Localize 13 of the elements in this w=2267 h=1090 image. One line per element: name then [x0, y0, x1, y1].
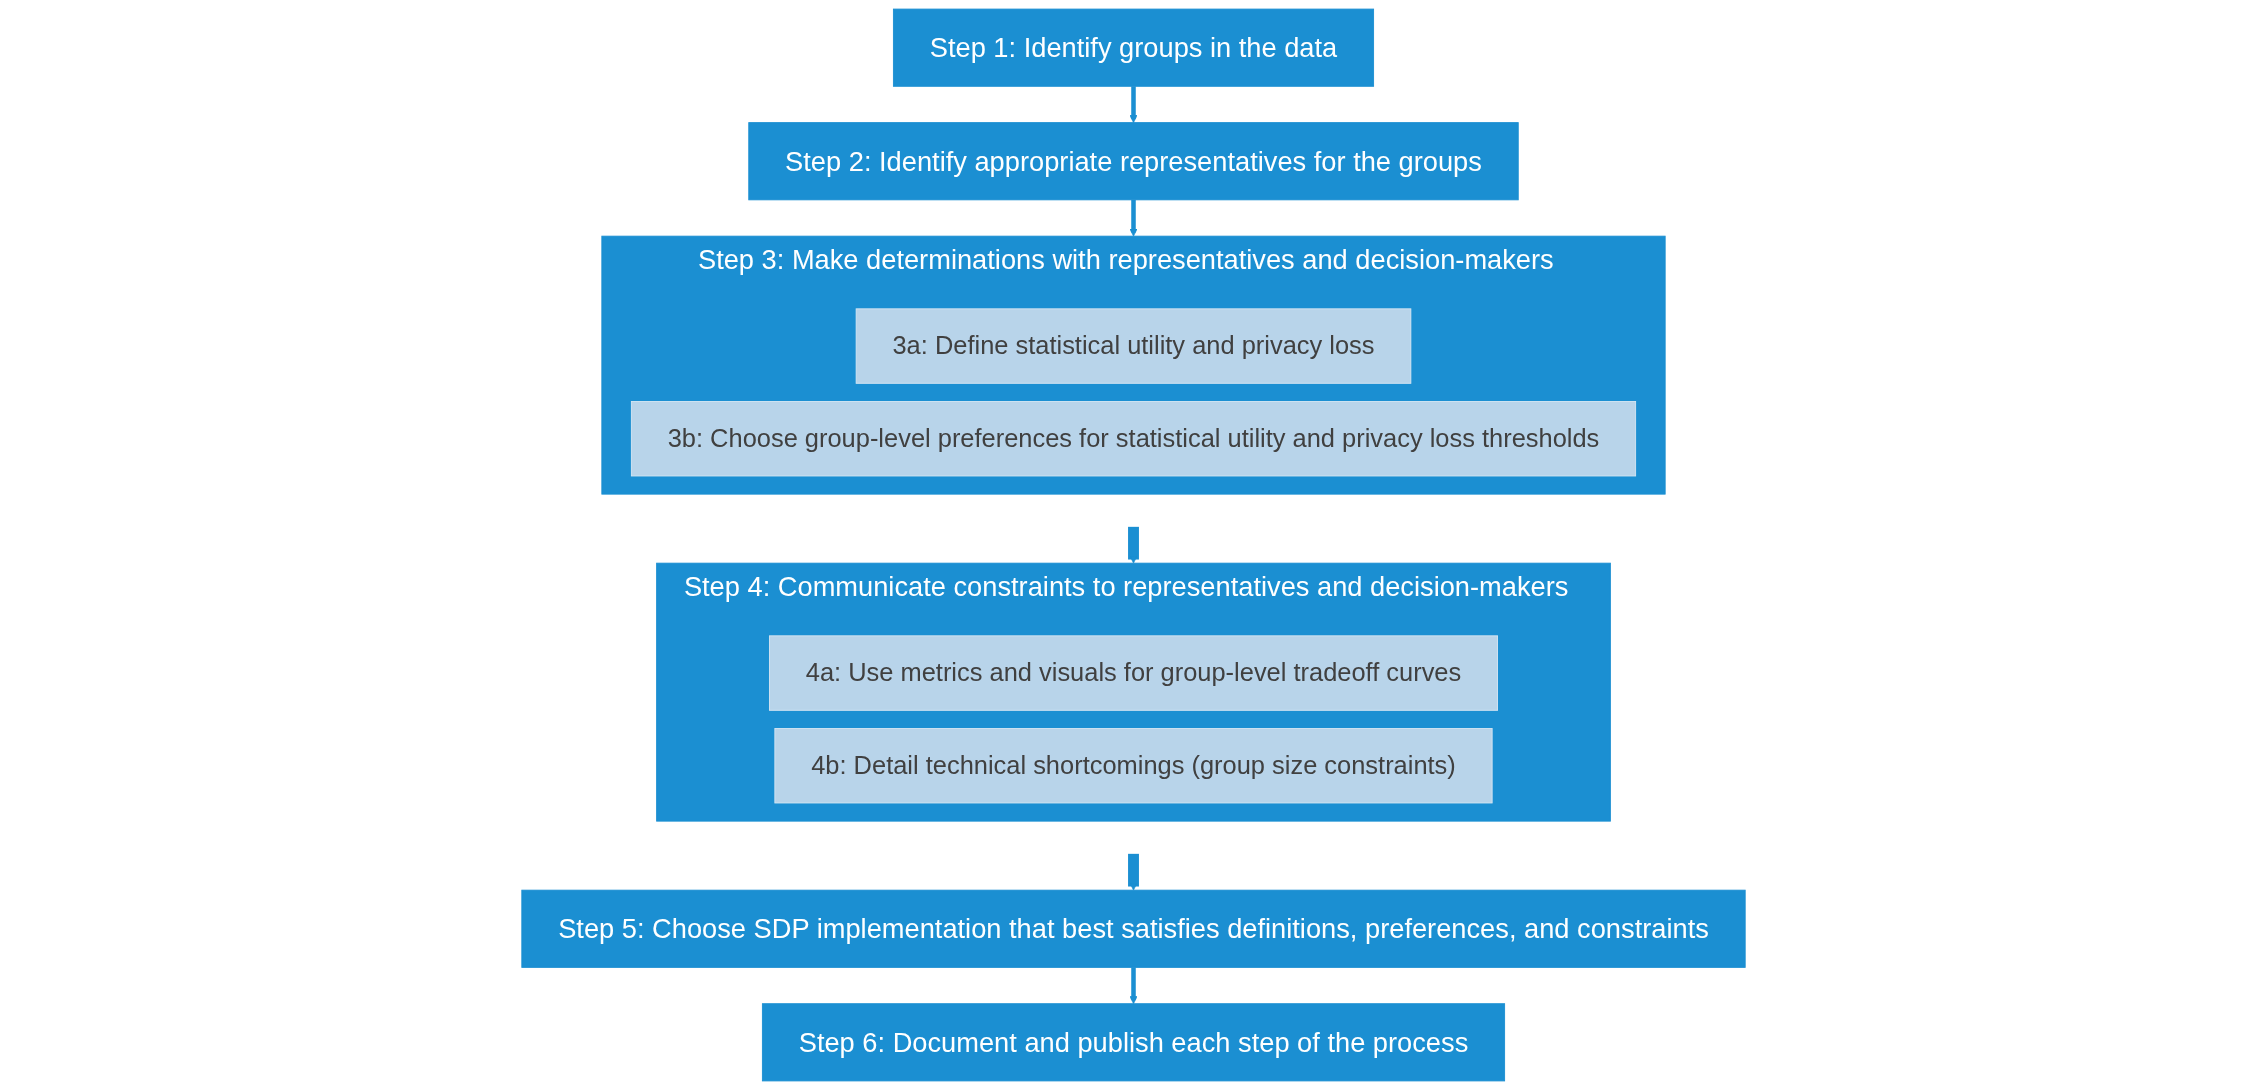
- node-box: Step 6: Document and publish each step of the process: [761, 1003, 1506, 1082]
- node-box: 3a: Define statistical utility and privacy loss: [855, 308, 1412, 384]
- arrow: [1128, 851, 1139, 891]
- arrow: [1128, 524, 1139, 564]
- arrow: [1129, 967, 1138, 1005]
- node-box: 3b: Choose group-level preferences for statistical utility and privacy loss thresholds: [630, 401, 1637, 477]
- node-box: Step 5: Choose SDP implementation that best satisfies definitions, preferences, and constraints: [521, 889, 1746, 968]
- arrow: [1129, 86, 1138, 123]
- node-box: 4a: Use metrics and visuals for group-level tradeoff curves: [769, 635, 1498, 711]
- node-box: Step 2: Identify appropriate representatives for the groups: [748, 122, 1519, 201]
- node-box: 4b: Detail technical shortcomings (group size constraints): [774, 728, 1493, 804]
- node-box: Step 1: Identify groups in the data: [892, 8, 1375, 87]
- arrow: [1129, 199, 1138, 237]
